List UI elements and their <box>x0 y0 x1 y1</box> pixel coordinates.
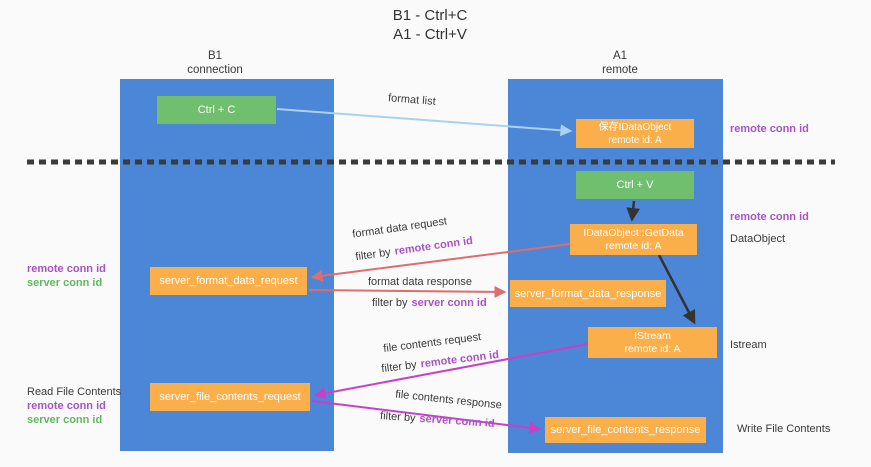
istream-box: IStream remote id: A <box>588 327 717 358</box>
left-conn-id-block: remote conn id server conn id <box>27 262 106 290</box>
server-file-contents-request-box: server_file_contents_request <box>150 383 310 411</box>
server-format-data-request-box: server_format_data_request <box>150 267 307 295</box>
right-remote-conn-id-top: remote conn id <box>730 123 809 135</box>
read-file-contents-label: Read File Contents <box>27 386 122 398</box>
left-column-subtitle: connection <box>187 64 243 76</box>
left-remote-conn-id: remote conn id <box>27 263 106 275</box>
title-line-2: A1 - Ctrl+V <box>393 26 467 43</box>
format-list-label: format list <box>387 92 437 108</box>
getdata-line1: IDataObject::GetData <box>583 226 684 239</box>
server-file-contents-request-label: server_file_contents_request <box>159 391 301 403</box>
left-column-header: B1 connection <box>155 49 275 77</box>
server-conn-id-key: server conn id <box>411 297 487 309</box>
right-column-name: A1 <box>612 50 628 62</box>
left-remote-conn-id-bottom: remote conn id <box>27 400 106 412</box>
remote-conn-id-key: remote conn id <box>393 234 474 258</box>
right-dataobject-label: DataObject <box>730 233 786 245</box>
save-idataobject-line2: remote id: A <box>608 134 662 146</box>
save-idataobject-line1: 保存IDataObject <box>598 121 672 133</box>
right-istream-label: Istream <box>730 339 767 351</box>
save-idataobject-box: 保存IDataObject remote id: A <box>576 119 694 148</box>
format-data-request-label: format data request <box>351 215 448 241</box>
server-format-data-request-label: server_format_data_request <box>159 275 298 287</box>
ctrl-v-label: Ctrl + V <box>616 179 654 191</box>
file-contents-request-label: file contents request <box>382 331 482 355</box>
getdata-line2: remote id: A <box>605 239 662 252</box>
ctrl-v-box: Ctrl + V <box>576 171 694 199</box>
filter-by-text: filter by <box>380 358 418 376</box>
title-line-1: B1 - Ctrl+C <box>392 7 468 24</box>
left-read-block: Read File Contents remote conn id server… <box>27 385 121 427</box>
right-column-header: A1 remote <box>560 49 680 77</box>
server-file-contents-response-label: server_file_contents_response <box>550 424 701 436</box>
format-data-response-arrow <box>308 285 507 298</box>
right-remote-conn-id-mid: remote conn id <box>730 211 809 223</box>
left-column-name: B1 <box>207 50 223 62</box>
format-data-response-label: format data response <box>368 276 472 288</box>
filter-by-text: filter by <box>354 246 392 264</box>
idataobject-getdata-box: IDataObject::GetData remote id: A <box>570 224 697 255</box>
istream-line2: remote id: A <box>624 342 681 355</box>
filter-by-text: filter by <box>372 297 408 309</box>
remote-conn-id-key: remote conn id <box>419 348 500 371</box>
left-server-conn-id: server conn id <box>27 277 103 289</box>
istream-line1: IStream <box>634 329 671 342</box>
diagram-title: B1 - Ctrl+C A1 - Ctrl+V <box>330 6 530 44</box>
server-file-contents-response-box: server_file_contents_response <box>545 417 706 443</box>
server-format-data-response-label: server_format_data_response <box>514 287 662 300</box>
right-write-file-contents-label: Write File Contents <box>737 423 831 435</box>
ctrl-c-box: Ctrl + C <box>157 96 276 124</box>
right-column-subtitle: remote <box>602 64 638 76</box>
server-conn-id-key: server conn id <box>419 412 495 430</box>
ctrl-c-label: Ctrl + C <box>197 104 236 116</box>
filter-by-text: filter by <box>379 410 416 425</box>
server-format-data-response-box: server_format_data_response <box>510 280 666 307</box>
file-contents-response-label: file contents response <box>394 388 503 412</box>
left-server-conn-id-bottom: server conn id <box>27 414 103 426</box>
